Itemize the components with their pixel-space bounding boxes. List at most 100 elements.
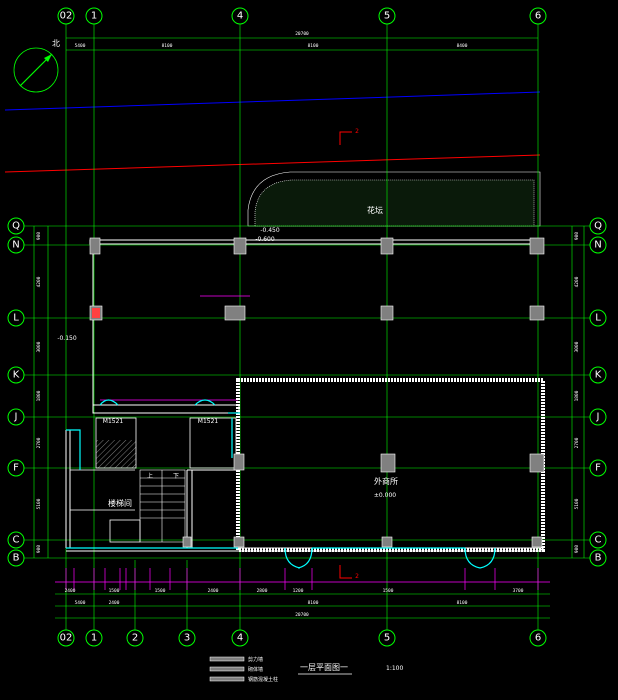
dim-right-3: 1800 bbox=[574, 390, 580, 401]
dim-lines-sides bbox=[33, 226, 585, 558]
axis-left-0: Q bbox=[12, 221, 20, 232]
dim-left-3: 1800 bbox=[36, 390, 42, 401]
north-label: 北 bbox=[52, 39, 60, 48]
drawing-title-block: 一层平面图一 1:100 bbox=[298, 663, 403, 675]
road-red-line bbox=[4, 154, 541, 173]
axis-bottom-5: 5 bbox=[384, 633, 390, 644]
axis-bubbles-top: 02 1 4 5 6 bbox=[57, 7, 547, 25]
axis-right-6: C bbox=[595, 535, 602, 546]
stair-room-label: 楼梯间 bbox=[108, 498, 132, 508]
axis-bubbles-left: Q N L K J F C B bbox=[7, 217, 25, 567]
dim-right-1: 4200 bbox=[574, 276, 580, 287]
room-a-label: M1521 bbox=[103, 418, 124, 425]
walls-main bbox=[65, 239, 544, 552]
axis-bottom-0: 02 bbox=[60, 633, 73, 644]
interior-rooms bbox=[70, 417, 237, 543]
stair-down-label: 下 bbox=[173, 473, 179, 480]
room-b-label: M1521 bbox=[198, 418, 219, 425]
stair bbox=[139, 469, 186, 543]
dim-detail-bottom bbox=[55, 295, 550, 590]
axis-right-2: L bbox=[595, 313, 601, 324]
dim-bottom-detail-7: 3700 bbox=[513, 588, 524, 594]
dim-top-total: 20700 bbox=[295, 31, 309, 37]
axis-right-4: J bbox=[596, 412, 600, 423]
axis-top-3: 5 bbox=[384, 11, 390, 22]
dim-right-5: 5100 bbox=[574, 498, 580, 509]
dim-lines-bottom bbox=[55, 593, 550, 619]
drawing-title: 一层平面图一 bbox=[300, 663, 348, 672]
level-4: -0.150 bbox=[57, 335, 77, 342]
drawing-scale: 1:100 bbox=[386, 665, 403, 672]
grid-vertical bbox=[65, 24, 539, 630]
dim-right-0: 900 bbox=[574, 232, 580, 240]
hatch-area bbox=[96, 440, 136, 468]
axis-bottom-6: 6 bbox=[535, 633, 541, 644]
dim-bottom-detail-5: 1200 bbox=[293, 588, 304, 594]
dim-bottom-detail-4: 2800 bbox=[257, 588, 268, 594]
dim-bottom-span-0: 5400 bbox=[75, 600, 86, 606]
axis-bottom-4: 4 bbox=[237, 633, 243, 644]
shop-label: 外商所 bbox=[374, 476, 398, 486]
axis-right-7: B bbox=[595, 553, 602, 564]
axis-bottom-3: 3 bbox=[184, 633, 190, 644]
flowerbed-label: 花坛 bbox=[367, 205, 383, 215]
level-1: -0.450 bbox=[260, 227, 280, 234]
grid-horizontal bbox=[24, 225, 595, 559]
axis-right-0: Q bbox=[594, 221, 602, 232]
axis-bottom-2: 2 bbox=[132, 633, 138, 644]
axis-left-1: N bbox=[12, 240, 19, 251]
axis-right-1: N bbox=[594, 240, 601, 251]
dim-top-span-1: 8100 bbox=[162, 43, 173, 49]
north-arrow: 北 bbox=[13, 39, 60, 93]
section-marks bbox=[339, 131, 352, 579]
legend-2: 钢筋混凝土柱 bbox=[248, 676, 278, 683]
dim-bottom-detail-1: 1500 bbox=[109, 588, 120, 594]
dim-bottom-detail-6: 1500 bbox=[383, 588, 394, 594]
dim-left-4: 2700 bbox=[36, 437, 42, 448]
axis-bottom-1: 1 bbox=[91, 633, 97, 644]
axis-left-2: L bbox=[13, 313, 19, 324]
dim-bottom-detail-0: 2400 bbox=[65, 588, 76, 594]
axis-right-5: F bbox=[595, 463, 601, 474]
axis-left-6: C bbox=[13, 535, 20, 546]
axis-left-3: K bbox=[13, 370, 20, 381]
axis-left-4: J bbox=[14, 412, 18, 423]
axis-left-7: B bbox=[13, 553, 20, 564]
axis-bubbles-right: Q N L K J F C B bbox=[589, 217, 607, 567]
section-mark-bottom: 2 bbox=[355, 573, 359, 580]
axis-top-4: 6 bbox=[535, 11, 541, 22]
axis-top-2: 4 bbox=[237, 11, 243, 22]
axis-bubbles-bottom: 02 1 2 3 4 5 6 bbox=[57, 629, 547, 647]
dim-bottom-detail-2: 1500 bbox=[155, 588, 166, 594]
legend-0: 剪力墙 bbox=[248, 656, 263, 663]
axis-top-1: 1 bbox=[91, 11, 97, 22]
dim-right-texts: 900 4200 3000 1800 2700 5100 900 bbox=[574, 232, 580, 553]
axis-top-0: 02 bbox=[60, 11, 73, 22]
dim-top-span-0: 5400 bbox=[75, 43, 86, 49]
flowerbed: 花坛 bbox=[247, 171, 541, 227]
axis-left-5: F bbox=[13, 463, 19, 474]
level-3: ±0.000 bbox=[374, 492, 396, 499]
dim-top-span-3: 8400 bbox=[457, 43, 468, 49]
dim-left-1: 4200 bbox=[36, 276, 42, 287]
level-2: -0.600 bbox=[255, 236, 275, 243]
dim-bottom-span-2: 8100 bbox=[308, 600, 319, 606]
dim-bottom-detail-3: 2400 bbox=[208, 588, 219, 594]
axis-right-3: K bbox=[595, 370, 602, 381]
stair-up-label: 上 bbox=[147, 472, 153, 480]
dim-bottom-total: 20700 bbox=[295, 612, 309, 618]
dim-left-texts: 900 4200 3000 1800 2700 5100 900 bbox=[36, 232, 42, 553]
section-mark-top: 2 bbox=[355, 128, 359, 135]
red-column-marker bbox=[92, 308, 100, 318]
dim-right-2: 3000 bbox=[574, 341, 580, 352]
dim-left-2: 3000 bbox=[36, 341, 42, 352]
dim-bottom-span-3: 8100 bbox=[457, 600, 468, 606]
legend: 剪力墙 砌体墙 钢筋混凝土柱 bbox=[209, 656, 278, 683]
dim-left-6: 900 bbox=[36, 545, 42, 553]
columns bbox=[89, 237, 545, 548]
dim-top-span-2: 8100 bbox=[308, 43, 319, 49]
dim-right-6: 900 bbox=[574, 545, 580, 553]
dim-lines-top bbox=[66, 37, 538, 51]
dim-bottom-span-1: 2400 bbox=[109, 600, 120, 606]
